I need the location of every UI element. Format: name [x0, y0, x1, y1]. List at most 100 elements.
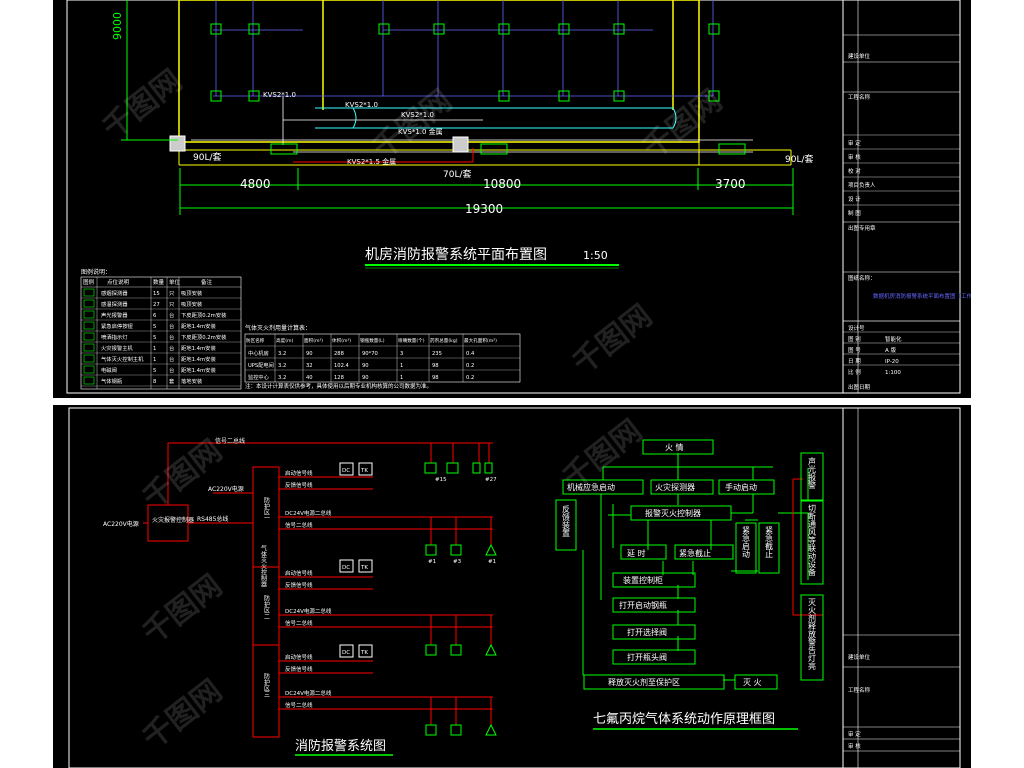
title-block-bottom: 建设单位 工程名称 审 定 审 核: [843, 634, 960, 752]
cable-label-e: KVS2*1.5 金属: [347, 157, 396, 166]
svg-text:DC: DC: [342, 650, 350, 656]
calc-header: 面积(m²): [304, 337, 323, 344]
svg-text:反馈信号线: 反馈信号线: [285, 481, 313, 489]
info-label: 比 例: [848, 368, 861, 376]
device-tags: DC TK DC TK DC TK #15 #27 #1 #3 #1: [342, 468, 497, 656]
legend-cell: 6: [153, 313, 157, 319]
calc-cell: 98: [432, 375, 439, 381]
pipe-label-right: 90L/套: [785, 153, 814, 165]
legend-cell: 气体灭火控制主机: [101, 355, 144, 363]
detectors: [210, 23, 720, 102]
calc-cell: 90: [306, 351, 313, 357]
plan-drawing-canvas: 9000 4800 10800 3700 19300 KVS2*1.0 KVS2…: [66, 0, 971, 394]
calc-cell: 3.2: [278, 375, 286, 381]
title-role: 审 定: [848, 139, 861, 147]
calc-header: 防区名称: [246, 337, 265, 344]
legend-title: 图例说明：: [81, 268, 111, 276]
svg-text:信号二总线: 信号二总线: [285, 701, 313, 709]
flow-release: 释放灭火剂至保护区: [608, 677, 680, 687]
calc-title: 气体灭火剂用量计算表：: [245, 324, 311, 332]
calc-header: 钢瓶数量(L): [360, 337, 385, 344]
watermark: 千图网: [136, 433, 228, 516]
svg-text:备注: 备注: [201, 278, 213, 286]
legend-cell: 1: [153, 357, 156, 363]
svg-text:#1: #1: [488, 559, 496, 565]
legend-symbol: [83, 343, 95, 352]
info-value: IP-20: [885, 359, 899, 365]
svg-text:数据机房消防报警系统平面布置图（工作版）: 数据机房消防报警系统平面布置图（工作版）: [873, 292, 971, 300]
legend-cell: 距地1.4m安装: [181, 344, 216, 352]
calc-cell: 90*70: [362, 351, 378, 357]
svg-text:TK: TK: [360, 565, 368, 571]
calc-cell: 中心机房: [248, 349, 269, 357]
watermark: 千图网: [566, 298, 658, 381]
fire-controller-label: 火灾报警控制器: [152, 516, 194, 524]
flow-controller: 报警灭火控制器: [645, 508, 701, 518]
svg-text:建设单位: 建设单位: [848, 653, 871, 661]
flow-sound-light: 声光报警: [808, 456, 817, 490]
flow-detector: 火灾探测器: [655, 482, 695, 492]
calc-cell: 1: [400, 375, 403, 381]
plan-title: 机房消防报警系统平面布置图: [365, 247, 547, 263]
svg-text:审 定: 审 定: [848, 730, 861, 738]
legend-cell: 感温探测器: [101, 300, 128, 308]
flow-emergency-cut: 紧急截止: [765, 526, 774, 558]
legend-cell: 吸顶安装: [181, 289, 203, 297]
svg-text:出图专用章: 出图专用章: [848, 224, 876, 232]
legend-cell: 只: [169, 301, 174, 308]
legend-cell: 27: [153, 302, 160, 308]
legend-cell: 距地1.4m安装: [181, 366, 216, 374]
legend-cell: 距地1.4m安装: [181, 322, 216, 330]
alarm-system-diagram: [143, 442, 497, 738]
svg-text:DC24V电源二总线: DC24V电源二总线: [285, 509, 332, 517]
legend-cell: 吸顶安装: [181, 300, 203, 308]
calc-cell: UPS配电间: [248, 361, 274, 369]
calc-cell: 40: [306, 375, 313, 381]
dim-total-label: 19300: [465, 202, 503, 216]
dim-bottom: [179, 168, 794, 215]
legend-cell: 落地安装: [181, 377, 203, 385]
legend-symbol: [83, 376, 95, 385]
svg-text:信号二总线: 信号二总线: [285, 521, 313, 529]
room-walls: [178, 0, 792, 166]
legend-cell: 台: [169, 311, 174, 319]
legend-cell: 紧急启停按钮: [101, 322, 133, 330]
watermark: 千图网: [136, 568, 228, 651]
cable-label-a: KVS2*1.0: [263, 91, 296, 99]
flow-open-nozzle: 打开瓶头阀: [627, 652, 667, 662]
legend-cell: 5: [153, 335, 156, 341]
calc-cell: 1: [400, 363, 403, 369]
svg-text:启动信号线: 启动信号线: [285, 653, 313, 661]
svg-text:DC: DC: [342, 468, 350, 474]
svg-text:建设单位: 建设单位: [848, 52, 871, 60]
legend-cell: 15: [153, 291, 160, 297]
calc-cell: 0.2: [466, 375, 474, 381]
flow-diagram-title: 七氟丙烷气体系统动作原理框图: [593, 711, 775, 727]
legend-cell: 套: [169, 377, 175, 385]
svg-text:单位: 单位: [169, 278, 181, 286]
cable-label-d: KVS*1.0 金属: [398, 127, 443, 136]
legend-symbol: [83, 310, 95, 319]
svg-text:启动信号线: 启动信号线: [285, 469, 313, 477]
legend-cell: 5: [153, 324, 156, 330]
flow-open-selector: 打开选择阀: [627, 627, 667, 637]
gas-controller-label: 气体灭火控制器: [260, 544, 267, 588]
legend-cell: 距地1.4m安装: [181, 355, 216, 363]
calc-cell: 90: [362, 363, 369, 369]
svg-text:数量: 数量: [153, 278, 165, 286]
legend-cell: 台: [169, 322, 174, 330]
flow-feedback: 反馈装置: [562, 504, 571, 537]
svg-text:反馈信号线: 反馈信号线: [285, 581, 313, 589]
svg-text:点位说明: 点位说明: [107, 278, 130, 286]
svg-text:#15: #15: [435, 477, 447, 483]
info-label: 图 号: [848, 346, 861, 354]
calc-note: 注：本设计计算表仅供参考，具体使用以后期专业机构核算的公司数据为准。: [245, 382, 432, 390]
calc-cell: 3.2: [278, 351, 286, 357]
svg-text:DC24V电源二总线: DC24V电源二总线: [285, 607, 332, 615]
info-value: 智能化: [885, 335, 902, 343]
power-in-label: AC220V电源: [103, 520, 139, 528]
title-role: 审 核: [848, 153, 861, 161]
alarm-diagram-title: 消防报警系统图: [295, 738, 386, 754]
legend-symbol: [83, 288, 95, 297]
pipe-label-mid: 70L/套: [443, 168, 472, 180]
